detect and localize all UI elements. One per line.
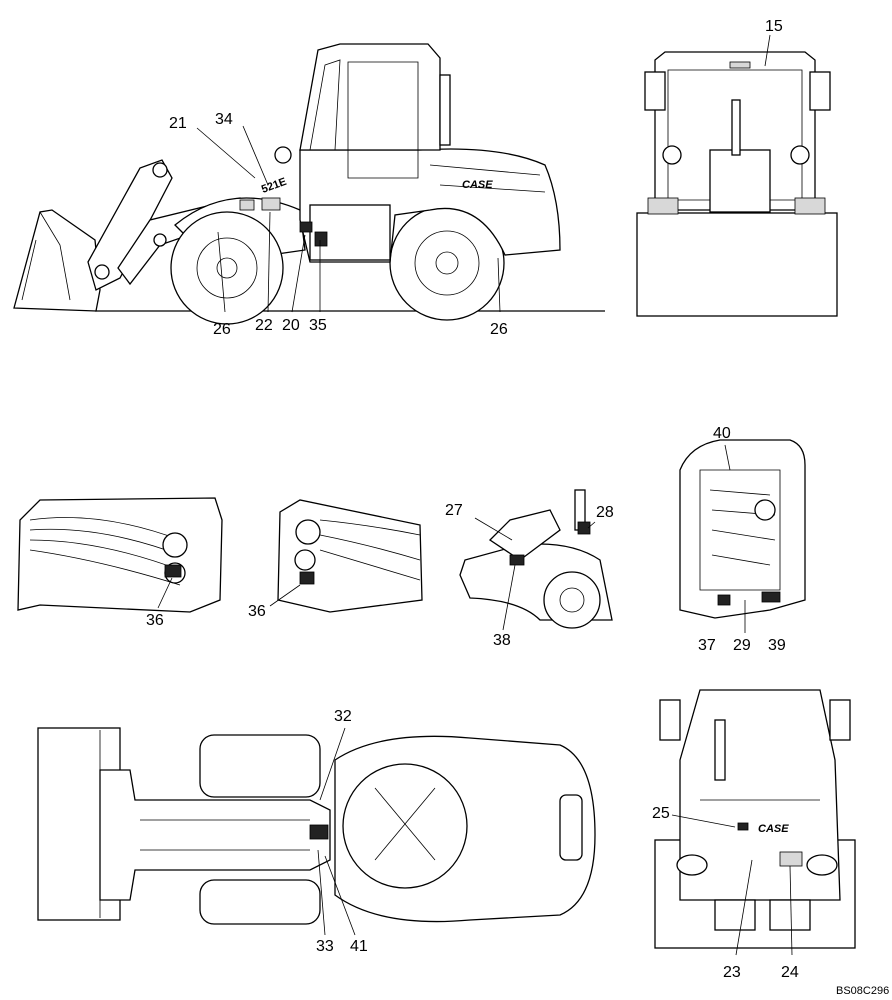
side-view-loader: 521E CASE bbox=[13, 43, 605, 325]
front-view-loader bbox=[636, 34, 838, 317]
callout-25: 25 bbox=[652, 805, 670, 822]
callout-28: 28 bbox=[596, 504, 614, 521]
callout-40: 40 bbox=[713, 425, 731, 442]
callout-22: 22 bbox=[255, 317, 273, 334]
callout-39: 39 bbox=[768, 637, 786, 654]
callout-labels: 15 21 34 26 22 20 35 26 40 27 28 36 36 3… bbox=[146, 18, 799, 981]
fender-detail bbox=[459, 489, 613, 631]
callout-24: 24 bbox=[781, 964, 799, 981]
callout-26-rear: 26 bbox=[490, 321, 508, 338]
callout-23: 23 bbox=[723, 964, 741, 981]
callout-35: 35 bbox=[309, 317, 327, 334]
callout-34: 34 bbox=[215, 111, 233, 128]
callout-41: 41 bbox=[350, 938, 368, 955]
callout-21: 21 bbox=[169, 115, 187, 132]
engine-bay-detail bbox=[679, 439, 806, 633]
callout-38: 38 bbox=[493, 632, 511, 649]
callout-15: 15 bbox=[765, 18, 783, 35]
callout-27: 27 bbox=[445, 502, 463, 519]
callout-37: 37 bbox=[698, 637, 716, 654]
callout-26-front: 26 bbox=[213, 321, 231, 338]
callout-33: 33 bbox=[316, 938, 334, 955]
callout-36-left: 36 bbox=[146, 612, 164, 629]
callout-29: 29 bbox=[733, 637, 751, 654]
model-badge: 521E bbox=[260, 176, 288, 196]
rear-view-loader: CASE bbox=[654, 689, 856, 956]
figure-code: BS08C296 bbox=[836, 985, 889, 997]
callout-36-right: 36 bbox=[248, 603, 266, 620]
top-view-loader bbox=[37, 727, 596, 936]
rear-brand-logo: CASE bbox=[758, 823, 789, 835]
arm-detail-left bbox=[17, 497, 223, 613]
callout-20: 20 bbox=[282, 317, 300, 334]
side-brand-logo: CASE bbox=[462, 179, 493, 191]
callout-32: 32 bbox=[334, 708, 352, 725]
arm-detail-right bbox=[269, 499, 423, 613]
